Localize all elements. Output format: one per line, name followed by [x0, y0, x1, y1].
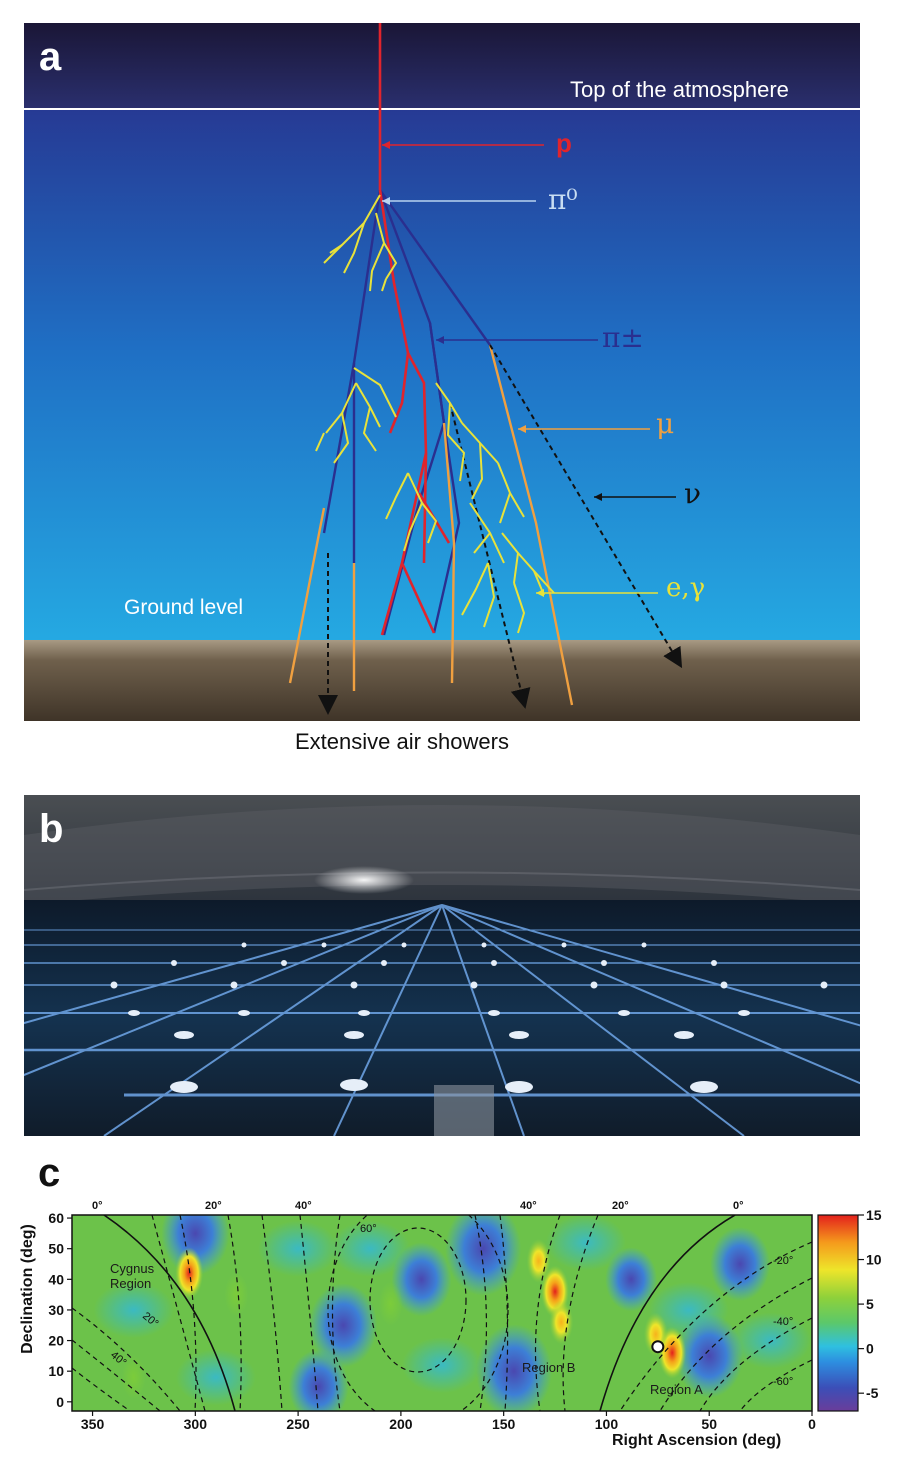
grid-label-60: 60° [360, 1223, 377, 1235]
x-axis-ticks: 350 300 250 200 150 100 50 0 [81, 1411, 816, 1430]
cold-spot [445, 1215, 522, 1296]
galactic-plane-east [599, 1215, 736, 1411]
x-tick-label: 350 [81, 1416, 105, 1430]
cold-spot [288, 1349, 349, 1411]
y-axis-ticks: 60 50 40 30 20 10 0 [48, 1210, 72, 1410]
panel-c-letter: c [38, 1151, 61, 1195]
hot-spot [378, 1281, 403, 1326]
x-tick-label: 200 [389, 1416, 413, 1430]
grid-label-minus60: -60° [773, 1376, 794, 1388]
galactic-grid [72, 1215, 812, 1411]
panel-a-letter: a [39, 35, 62, 79]
hot-spot [175, 1247, 204, 1300]
y-tick-label: 10 [48, 1363, 64, 1379]
panel-a-caption: Extensive air showers [295, 729, 509, 754]
proton-tracks [378, 23, 451, 636]
electron-photon-label: e,γ [666, 573, 706, 603]
ground-level-label: Ground level [124, 596, 244, 619]
region-b-label: Region B [522, 1360, 576, 1375]
air-shower-diagram [24, 23, 860, 721]
y-tick-label: 50 [48, 1241, 64, 1257]
y-tick-label: 20 [48, 1333, 64, 1349]
region-a-label: Region A [650, 1382, 703, 1397]
colorbar-tick-label: 0 [866, 1341, 874, 1357]
colorbar-tick-label: 5 [866, 1296, 874, 1312]
label-pointer-heads [382, 141, 602, 597]
x-tick-label: 50 [701, 1416, 717, 1430]
x-tick-label: 100 [595, 1416, 619, 1430]
cold-spot [309, 1283, 378, 1368]
y-tick-label: 40 [48, 1271, 64, 1287]
cyan-patch [258, 1220, 339, 1277]
panel-a: a Top of the atmosphere Ground level p π… [24, 23, 860, 721]
galactic-plane-west [103, 1215, 236, 1411]
cold-spot [391, 1242, 452, 1317]
outer-space [24, 23, 860, 109]
neutral-pion-label: π⁰ [548, 183, 578, 216]
panel-b: b [24, 795, 860, 1136]
plot-frame [71, 1214, 813, 1412]
top-tick-3: 40° [295, 1200, 312, 1212]
grid-label-minus20: -20° [773, 1255, 794, 1267]
cold-spot [605, 1247, 658, 1312]
cold-spot [475, 1324, 552, 1411]
sky-map-field [93, 1215, 811, 1411]
hot-spot [121, 1355, 146, 1400]
x-tick-label: 300 [184, 1416, 208, 1430]
cyan-patch [545, 1215, 626, 1271]
colorbar-ticks: 15 10 5 0 -5 [858, 1207, 882, 1401]
colorbar [817, 1214, 859, 1412]
cygnus-region-label: Cygnus Region [110, 1261, 155, 1291]
hot-spot [549, 1300, 574, 1345]
colorbar-tick-label: -5 [866, 1385, 879, 1401]
x-tick-label: 250 [286, 1416, 310, 1430]
charged-pion-label: π± [602, 321, 644, 354]
x-tick-label: 0 [808, 1416, 816, 1430]
colorbar-tick-label: 10 [866, 1252, 882, 1268]
hot-spot [224, 1272, 249, 1317]
y-tick-label: 30 [48, 1302, 64, 1318]
neutrino-tracks [318, 344, 683, 715]
top-tick-6: 0° [733, 1200, 744, 1212]
top-tick-4: 40° [520, 1200, 537, 1212]
cyan-patch [93, 1281, 174, 1338]
y-axis-title: Declination (deg) [19, 1224, 36, 1354]
label-pointers [382, 144, 676, 594]
top-tick-1: 0° [92, 1200, 103, 1212]
source-marker-dot [651, 1340, 665, 1354]
top-tick-2: 20° [205, 1200, 222, 1212]
panel-b-letter: b [39, 807, 64, 851]
cyan-patch [330, 1220, 411, 1277]
hot-spot [526, 1238, 551, 1283]
cyan-patch [730, 1312, 811, 1369]
x-tick-label: 150 [492, 1416, 516, 1430]
atmosphere [24, 109, 860, 641]
cyan-patch [402, 1337, 482, 1394]
colorbar-tick-label: 15 [866, 1207, 882, 1223]
muon-label: μ [656, 407, 675, 440]
x-axis-title: Right Ascension (deg) [612, 1432, 782, 1449]
ground [24, 640, 860, 721]
grid-label-minus40: -40° [773, 1316, 794, 1328]
detector-pond-photo [24, 795, 860, 1136]
y-tick-label: 0 [56, 1394, 64, 1410]
neutrino-label: ν [684, 477, 702, 510]
source-marker [651, 1340, 665, 1354]
y-tick-label: 60 [48, 1210, 64, 1226]
top-of-atmosphere-label: Top of the atmosphere [570, 77, 789, 102]
top-tick-5: 20° [612, 1200, 629, 1212]
photomultiplier-tubes [110, 942, 828, 1093]
proton-label: p [556, 128, 572, 158]
cold-spot [710, 1227, 771, 1301]
cyan-patch [175, 1349, 256, 1406]
em-showers [315, 194, 555, 634]
muon-tracks [288, 344, 574, 706]
